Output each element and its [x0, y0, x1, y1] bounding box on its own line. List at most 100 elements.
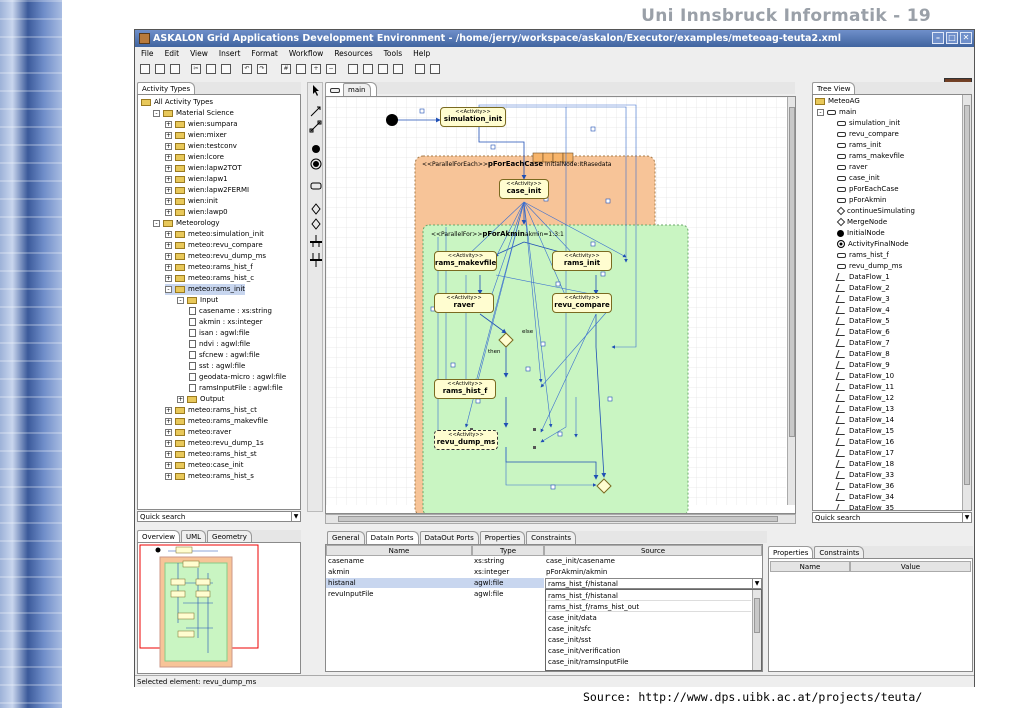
tree-view-item[interactable]: DataFlow_4: [835, 305, 890, 316]
activity-tree-item[interactable]: All Activity Types: [141, 97, 213, 108]
tree-view-item[interactable]: pForEachCase: [837, 184, 899, 195]
chevron-down-icon[interactable]: ▼: [962, 513, 971, 522]
menu-edit[interactable]: Edit: [164, 49, 180, 58]
expand-icon[interactable]: +: [165, 142, 172, 150]
chevron-down-icon[interactable]: ▼: [291, 512, 300, 521]
dropdown-option[interactable]: rams_hist_f/histanal: [546, 591, 751, 601]
expand-icon[interactable]: +: [165, 153, 172, 161]
tree-view-item[interactable]: raver: [837, 162, 868, 173]
tab-constraints[interactable]: Constraints: [526, 531, 577, 544]
activity-tree-item[interactable]: -Material Science: [153, 108, 234, 119]
copy-icon[interactable]: [206, 64, 216, 74]
expand-icon[interactable]: +: [165, 472, 172, 480]
activity-tree-item[interactable]: +meteo:revu_dump_ms: [165, 251, 266, 262]
port-cell[interactable]: pForAkmin/akmin: [546, 568, 608, 576]
new-icon[interactable]: [140, 64, 150, 74]
activity-tree-item[interactable]: +wien:lcore: [165, 152, 224, 163]
zoom-in-icon[interactable]: +: [311, 64, 321, 74]
expand-icon[interactable]: +: [177, 395, 184, 403]
layout-icon[interactable]: [378, 64, 388, 74]
expand-icon[interactable]: +: [165, 461, 172, 469]
tree-view-item[interactable]: DataFlow_14: [835, 415, 894, 426]
menu-format[interactable]: Format: [251, 49, 278, 58]
align-icon[interactable]: [348, 64, 358, 74]
col-type-header[interactable]: Type: [472, 545, 544, 556]
dropdown-option[interactable]: case_init/ramsInputFile: [548, 658, 629, 666]
activity-tree-item[interactable]: ndvi : agwl:file: [189, 339, 250, 350]
activity-tree-item[interactable]: +wien:lapw1: [165, 174, 228, 185]
select-tool-icon[interactable]: [313, 85, 319, 96]
tree-view-item[interactable]: DataFlow_18: [835, 459, 894, 470]
col-source-header[interactable]: Source: [544, 545, 762, 556]
activity-tool-icon[interactable]: [310, 182, 322, 190]
activity-tree-item[interactable]: +meteo:rams_hist_st: [165, 449, 257, 460]
expand-icon[interactable]: +: [165, 274, 172, 282]
props-col-name[interactable]: Name: [770, 561, 850, 572]
group-icon[interactable]: [363, 64, 373, 74]
decision-tool-icon[interactable]: [311, 203, 321, 215]
tree-view-item[interactable]: InitialNode: [837, 228, 885, 239]
activity-tree-item[interactable]: +wien:sumpara: [165, 119, 238, 130]
expand-icon[interactable]: +: [165, 208, 172, 216]
port-cell[interactable]: agwl:file: [472, 578, 544, 588]
port-cell[interactable]: casename: [328, 557, 364, 565]
menu-view[interactable]: View: [190, 49, 208, 58]
activity-tree-item[interactable]: casename : xs:string: [189, 306, 272, 317]
tree-view-item[interactable]: revu_dump_ms: [837, 261, 902, 272]
collapse-icon[interactable]: -: [153, 219, 160, 227]
activity-tree-item[interactable]: +wien:lawp0: [165, 207, 228, 218]
control-flow-tool-icon[interactable]: [310, 106, 321, 117]
dropdown-option[interactable]: case_init/data: [548, 614, 597, 622]
final-node-tool-icon[interactable]: [310, 158, 322, 170]
redo-icon[interactable]: ↷: [257, 64, 267, 74]
activity-tree-item[interactable]: +meteo:rams_hist_c: [165, 273, 254, 284]
dataflow-icon[interactable]: [415, 64, 425, 74]
activity-node[interactable]: <<Activity>>rams_hist_f: [434, 379, 496, 399]
expand-icon[interactable]: +: [165, 241, 172, 249]
activity-tree-item[interactable]: +meteo:rams_makevfile: [165, 416, 268, 427]
canvas-hscroll-thumb[interactable]: [338, 516, 778, 522]
expand-icon[interactable]: +: [165, 131, 172, 139]
tree-view-item[interactable]: DataFlow_34: [835, 492, 894, 503]
tree-view-item[interactable]: DataFlow_3: [835, 294, 890, 305]
tree-root[interactable]: MeteoAG: [815, 96, 860, 107]
activity-tree-item[interactable]: +wien:lapw2TOT: [165, 163, 242, 174]
expand-icon[interactable]: +: [165, 164, 172, 172]
tab-activity-types[interactable]: Activity Types: [137, 82, 196, 95]
port-cell[interactable]: xs:string: [474, 557, 505, 565]
activity-node[interactable]: <<Activity>>raver: [434, 293, 494, 313]
canvas-hscroll[interactable]: [325, 514, 796, 524]
tree-view-item[interactable]: DataFlow_6: [835, 327, 890, 338]
activity-tree-item[interactable]: -Input: [177, 295, 218, 306]
data-flow-tool-icon[interactable]: [309, 120, 322, 133]
tree-view-item[interactable]: revu_compare: [837, 129, 899, 140]
expand-icon[interactable]: +: [165, 428, 172, 436]
menu-insert[interactable]: Insert: [218, 49, 241, 58]
activity-tree-item[interactable]: +meteo:revu_dump_1s: [165, 438, 264, 449]
tab-props-properties[interactable]: Properties: [768, 546, 814, 559]
tree-view-item[interactable]: DataFlow_33: [835, 470, 894, 481]
dropdown-option[interactable]: case_init/sfc: [548, 625, 591, 633]
tree-view-item[interactable]: DataFlow_1: [835, 272, 890, 283]
activity-tree-item[interactable]: sfcnew : agwl:file: [189, 350, 260, 361]
activity-node[interactable]: <<Activity>>case_init: [499, 179, 549, 199]
tab-main[interactable]: main: [325, 82, 377, 96]
join-tool-icon[interactable]: [310, 253, 322, 267]
minimize-button[interactable]: –: [932, 32, 944, 44]
activity-tree-item[interactable]: geodata-micro : agwl:file: [189, 372, 286, 383]
tree-view-item[interactable]: ActivityFinalNode: [837, 239, 909, 250]
tab-properties[interactable]: Properties: [479, 531, 526, 544]
tab-overview[interactable]: Overview: [137, 530, 180, 543]
activity-tree-item[interactable]: +meteo:rams_hist_ct: [165, 405, 257, 416]
activity-tree-item[interactable]: sst : agwl:file: [189, 361, 245, 372]
tree-view-item[interactable]: MergeNode: [836, 217, 887, 228]
tree-view-item[interactable]: DataFlow_15: [835, 426, 894, 437]
col-name-header[interactable]: Name: [326, 545, 472, 556]
activity-tree-item[interactable]: -meteo:rams_init: [165, 284, 246, 295]
collapse-icon[interactable]: -: [177, 296, 184, 304]
collapse-icon[interactable]: -: [817, 108, 824, 116]
initial-node-tool-icon[interactable]: [312, 145, 320, 153]
overview-thumbnail[interactable]: [138, 543, 300, 673]
collapse-icon[interactable]: -: [153, 109, 160, 117]
tree-view-item[interactable]: rams_makevfile: [837, 151, 904, 162]
